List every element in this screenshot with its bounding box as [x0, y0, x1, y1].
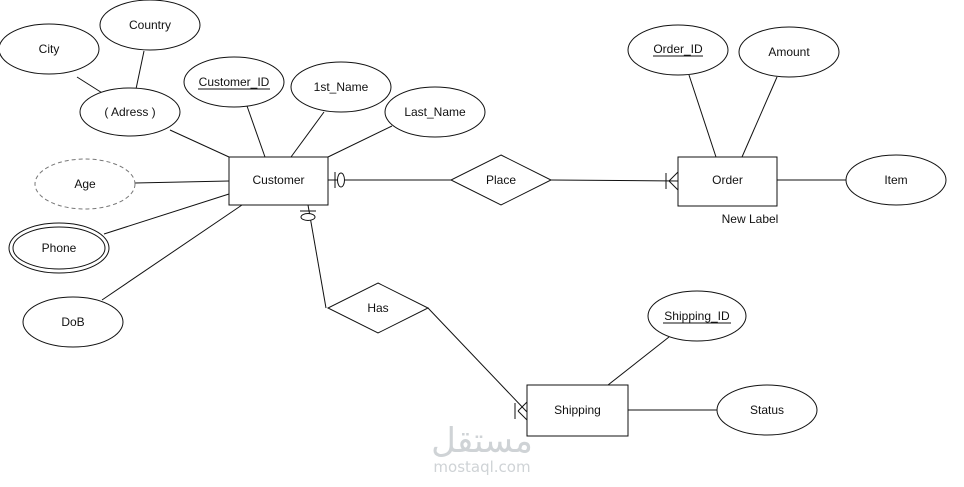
attribute-last-name[interactable]: Last_Name [384, 86, 486, 138]
attribute-item-label: Item [884, 173, 907, 187]
edge-shippingid-shipping [607, 336, 670, 386]
attribute-order-id-label: Order_ID [653, 42, 703, 56]
entity-shipping-box [526, 384, 629, 437]
attribute-phone-oval-inner [12, 226, 106, 270]
attribute-order-id-oval [627, 24, 729, 76]
attribute-country-oval [99, 0, 201, 51]
attribute-item[interactable]: Item [845, 154, 947, 206]
edge-age-customer [134, 180, 230, 184]
entity-customer-box [228, 156, 329, 206]
entity-shipping-label: Shipping [554, 403, 601, 417]
card-order-crow-top [668, 171, 679, 182]
attribute-country[interactable]: Country [99, 0, 201, 51]
attribute-dob-oval [22, 296, 124, 348]
entity-order[interactable]: Order [677, 156, 778, 207]
attribute-city-label: City [39, 42, 60, 56]
attribute-adress[interactable]: ( Adress ) [79, 87, 181, 137]
attribute-dob[interactable]: DoB [22, 296, 124, 348]
attribute-shipping-id-label: Shipping_ID [664, 309, 730, 323]
attribute-amount-label: Amount [768, 45, 810, 59]
edge-phone-customer [103, 193, 230, 235]
attribute-adress-oval [79, 87, 181, 137]
entity-order-label: Order [712, 173, 743, 187]
attribute-order-id[interactable]: Order_ID [627, 24, 729, 76]
card-shipping-crow-top [517, 401, 528, 412]
edge-country-adress [135, 50, 145, 90]
attribute-city[interactable]: City [0, 23, 100, 75]
edge-orderid-order [688, 74, 717, 158]
attribute-customer-id-label: Customer_ID [199, 75, 270, 89]
card-has-zero [300, 213, 316, 221]
attribute-status[interactable]: Status [716, 384, 818, 436]
attribute-shipping-id-oval [647, 290, 747, 342]
attribute-city-oval [0, 23, 100, 75]
entity-customer[interactable]: Customer [228, 156, 329, 206]
attribute-status-label: Status [750, 403, 784, 417]
attribute-customer-id-oval [183, 56, 285, 108]
entity-order-box [677, 156, 778, 207]
edge-has-shipping [427, 307, 528, 413]
attribute-last-name-oval [384, 86, 486, 138]
card-customer-zero [337, 172, 345, 188]
attribute-shipping-id[interactable]: Shipping_ID [647, 290, 747, 342]
attribute-adress-label: ( Adress ) [104, 105, 155, 119]
attribute-country-label: Country [129, 18, 171, 32]
card-order-crow-bottom [668, 180, 679, 191]
attribute-customer-id[interactable]: Customer_ID [183, 56, 285, 108]
watermark-arabic: مستقل [431, 421, 533, 461]
relationship-place-diamond [449, 154, 553, 206]
edge-amount-order [741, 76, 778, 158]
entity-customer-label: Customer [252, 173, 304, 187]
connectors [76, 50, 847, 421]
attribute-status-oval [716, 384, 818, 436]
edge-place-order [550, 179, 679, 182]
attribute-item-oval [845, 154, 947, 206]
relationship-has-label: Has [367, 301, 388, 315]
edge-dob-customer [101, 204, 243, 301]
edge-adress-customer [169, 129, 230, 158]
relationship-has-diamond [326, 282, 430, 334]
new-label-text: New Label [722, 212, 779, 226]
attribute-phone[interactable]: Phone [8, 222, 110, 274]
attribute-first-name-oval [290, 61, 392, 113]
attribute-age[interactable]: Age [34, 158, 136, 210]
relationship-place-label: Place [486, 173, 516, 187]
card-shipping-crow-bottom [517, 410, 528, 421]
attribute-age-oval-derived [34, 158, 136, 210]
entity-shipping[interactable]: Shipping [526, 384, 629, 437]
attribute-amount-oval [738, 26, 840, 78]
attribute-amount[interactable]: Amount [738, 26, 840, 78]
watermark: مستقل mostaql.com [431, 421, 533, 476]
edge-customer-has [307, 204, 327, 309]
relationship-place[interactable]: Place [449, 154, 553, 206]
watermark-latin: mostaql.com [433, 458, 530, 476]
attribute-last-name-label: Last_Name [404, 105, 466, 119]
edge-customerid-customer [246, 105, 266, 158]
attribute-dob-label: DoB [61, 315, 84, 329]
relationship-has[interactable]: Has [326, 282, 430, 334]
edge-lastname-customer [327, 125, 393, 158]
attribute-phone-label: Phone [42, 241, 77, 255]
attribute-first-name[interactable]: 1st_Name [290, 61, 392, 113]
attribute-first-name-label: 1st_Name [314, 80, 369, 94]
attribute-age-label: Age [74, 177, 96, 191]
edge-firstname-customer [290, 111, 325, 158]
